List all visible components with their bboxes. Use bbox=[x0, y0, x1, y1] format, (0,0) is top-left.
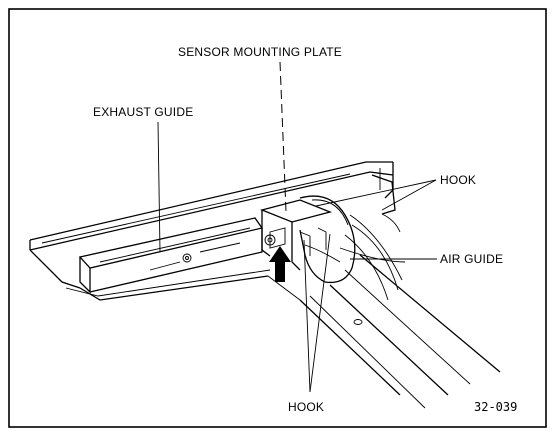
label-hook-upper: HOOK bbox=[440, 173, 476, 187]
label-exhaust-guide: EXHAUST GUIDE bbox=[93, 105, 193, 119]
label-hook-lower: HOOK bbox=[288, 400, 324, 414]
label-sensor-mounting-plate: SENSOR MOUNTING PLATE bbox=[178, 45, 342, 59]
sensor-mounting-plate-part bbox=[259, 199, 333, 271]
rail-assembly bbox=[29, 161, 501, 409]
air-guide-part bbox=[299, 174, 406, 301]
figure-frame bbox=[8, 8, 547, 428]
figure-code: 32-039 bbox=[474, 400, 517, 414]
up-arrow-icon bbox=[269, 246, 291, 282]
label-air-guide: AIR GUIDE bbox=[440, 252, 503, 266]
leader-lines bbox=[157, 61, 437, 393]
